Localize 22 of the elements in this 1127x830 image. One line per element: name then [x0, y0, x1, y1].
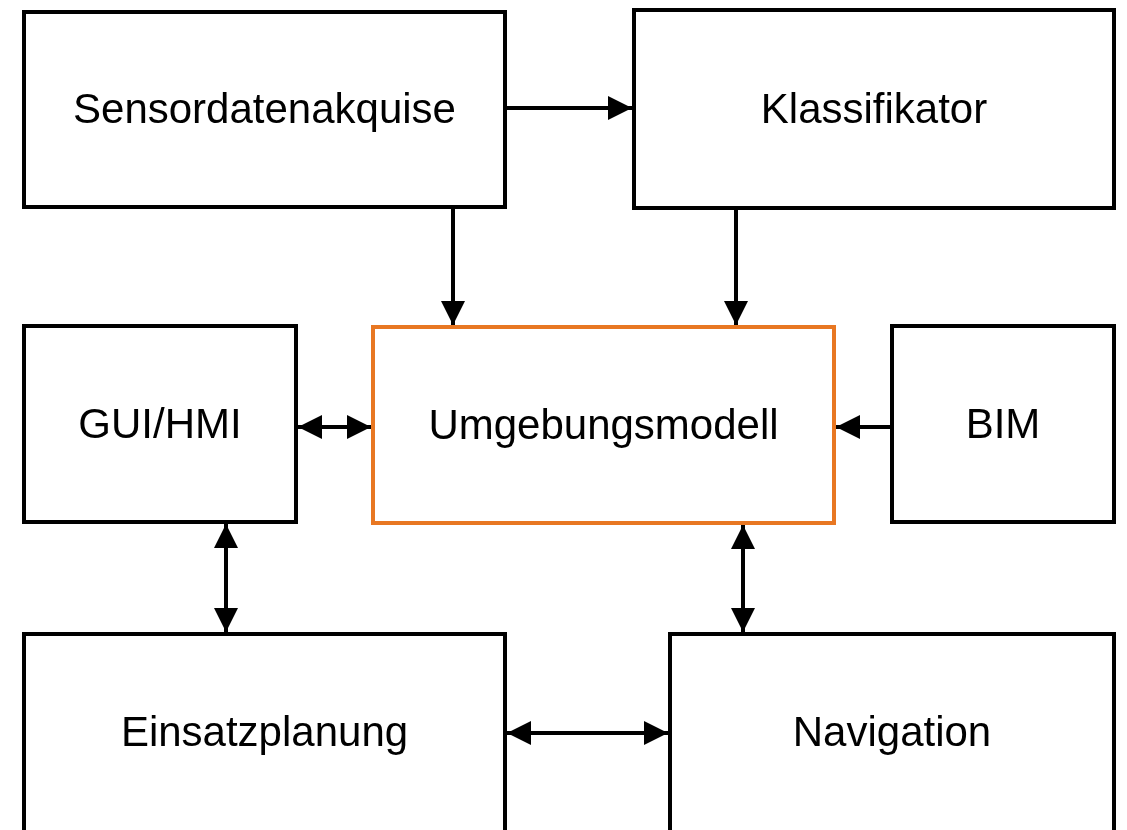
process-box — [890, 324, 1116, 524]
process-box — [22, 324, 298, 524]
arrow — [507, 721, 668, 745]
process-box — [371, 325, 836, 525]
arrow — [724, 210, 748, 325]
process-box — [22, 10, 507, 209]
process-box — [668, 632, 1116, 830]
box-label: Navigation — [792, 706, 992, 757]
arrow — [298, 415, 371, 439]
arrow — [441, 209, 465, 325]
box-label: Umgebungsmodell — [428, 399, 779, 450]
box-label: GUI/HMI — [78, 398, 242, 449]
arrow — [214, 524, 238, 632]
arrow — [836, 415, 890, 439]
box-label: Klassifikator — [760, 83, 988, 134]
box-label: BIM — [965, 398, 1041, 449]
box-label: Einsatzplanung — [120, 706, 409, 757]
arrow — [731, 525, 755, 632]
process-box — [22, 632, 507, 830]
box-label: Sensordatenakquise — [73, 84, 456, 135]
arrow — [507, 96, 632, 120]
process-box — [632, 8, 1116, 210]
